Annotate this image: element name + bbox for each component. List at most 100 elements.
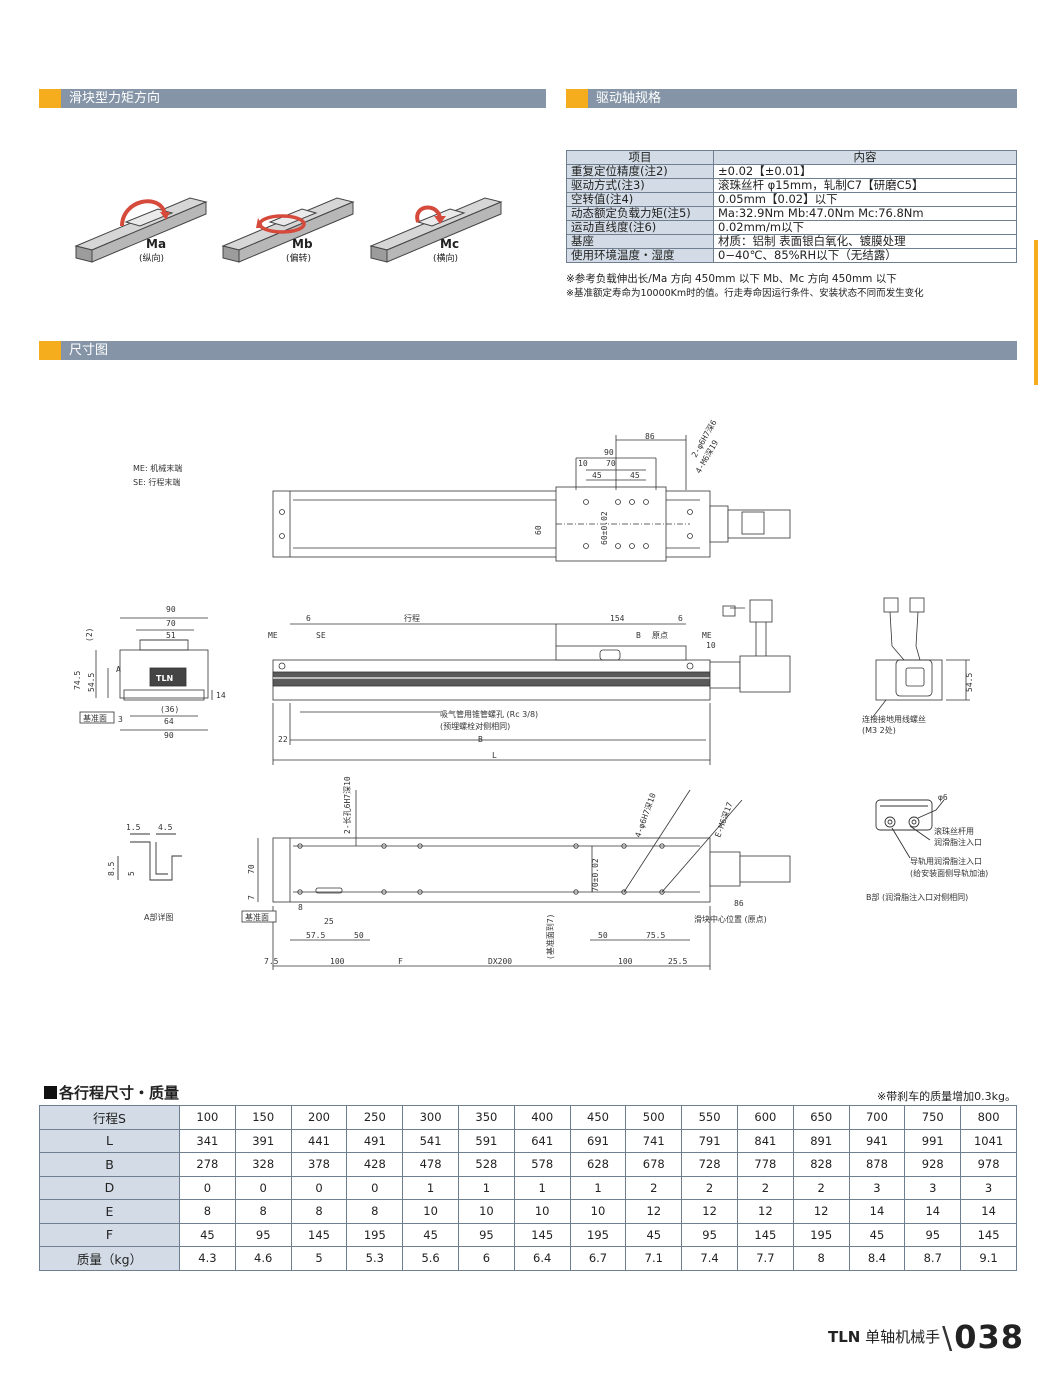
dim-2: (2) — [85, 628, 94, 642]
ref-face-box — [79, 711, 115, 724]
table-cell: 541 — [402, 1128, 459, 1153]
table-cell: 1 — [513, 1175, 571, 1200]
table-cell: 391 — [234, 1128, 292, 1153]
table-cell: 2 — [792, 1175, 850, 1200]
table-cell: 0 — [290, 1175, 348, 1200]
me-mark: ME — [702, 631, 712, 640]
spec-note-1: ※参考负载伸出长/Ma 方向 450mm 以下 Mb、Mc 方向 450mm 以… — [566, 273, 897, 285]
moment-ma-note: (纵向) — [139, 254, 165, 264]
dim-8: 8 — [298, 903, 303, 912]
table-cell: 341 — [179, 1128, 236, 1153]
ref-face-box — [241, 910, 277, 923]
row-value: Ma:32.9Nm Mb:47.0Nm Mc:76.8Nm — [713, 206, 1017, 221]
table-cell: 700 — [848, 1105, 906, 1130]
table-cell: 195 — [346, 1222, 404, 1247]
row-value: 滚珠丝杆 φ15mm，轧制C7【研磨C5】 — [713, 178, 1017, 193]
dim-8-5: 8.5 — [107, 861, 116, 876]
row-value: 0−40℃、85%RH以下（无结露） — [713, 248, 1017, 263]
row-value: 材质：铝制 表面银白氧化、镀膜处理 — [713, 234, 1017, 249]
table-cell: 1 — [402, 1175, 459, 1200]
table-cell: 3 — [960, 1175, 1017, 1200]
table-cell: 4.3 — [179, 1246, 236, 1271]
table-cell: 2 — [681, 1175, 738, 1200]
table-cell: 95 — [234, 1222, 292, 1247]
table-cell: 8 — [234, 1199, 292, 1224]
table-cell: 1 — [457, 1175, 515, 1200]
rail-grease-label-2: (给安装面侧导轨加油) — [910, 868, 988, 878]
table-cell: 991 — [904, 1128, 962, 1153]
section-accent — [39, 89, 61, 108]
row-key: 重复定位精度(注2) — [566, 164, 714, 179]
table-row: 驱动方式(注3)滚珠丝杆 φ15mm，轧制C7【研磨C5】 — [566, 178, 1017, 193]
table-cell: 8 — [792, 1246, 850, 1271]
table-cell: 45 — [402, 1222, 459, 1247]
dim-22: 22 — [278, 735, 288, 744]
moment-mc-note: (横向) — [433, 254, 459, 264]
row-value: 0.02mm/m以下 — [713, 220, 1017, 235]
table-cell: 5.6 — [402, 1246, 459, 1271]
dim-70: 70 — [247, 864, 256, 874]
dim-90: 90 — [604, 448, 614, 457]
side-view — [272, 599, 791, 765]
row-key: 基座 — [566, 234, 714, 249]
dim-5: 5 — [127, 871, 136, 876]
table-cell: 95 — [904, 1222, 962, 1247]
section-title-dimension: 尺寸图 — [69, 343, 109, 358]
moment-mb-name: Mb — [292, 237, 313, 251]
table-cell: 2 — [625, 1175, 683, 1200]
row-value: ±0.02【±0.01】 — [713, 164, 1017, 179]
spec-note-2: ※基准额定寿命为10000Km时的值。行走寿命因运行条件、安装状态不同而发生变化 — [566, 288, 924, 299]
table-row: 基座材质：铝制 表面银白氧化、镀膜处理 — [566, 234, 1017, 249]
table-cell: 591 — [457, 1128, 515, 1153]
end-view — [95, 617, 213, 731]
table-cell: 9.1 — [960, 1246, 1017, 1271]
table-cell: 528 — [457, 1152, 515, 1177]
dim-25-5: 25.5 — [668, 957, 687, 966]
table-cell: 941 — [848, 1128, 906, 1153]
table-cell: 791 — [681, 1128, 738, 1153]
top-view — [272, 435, 791, 562]
table-cell: 95 — [457, 1222, 515, 1247]
row-key: 质量（kg） — [39, 1246, 180, 1271]
ref-face-side: (基准面到7) — [545, 914, 555, 960]
moment-mc-illustration — [369, 197, 503, 263]
moment-mc-name: Mc — [440, 237, 460, 251]
se-label: SE: 行程末端 — [133, 477, 180, 487]
row-key: 驱动方式(注3) — [566, 178, 714, 193]
table-cell: 891 — [792, 1128, 850, 1153]
table-cell: 12 — [792, 1199, 850, 1224]
table-cell: 7.7 — [736, 1246, 794, 1271]
table-cell: 628 — [569, 1152, 627, 1177]
side-tab-marker — [1034, 240, 1038, 385]
row-value: 0.05mm【0.02】以下 — [713, 192, 1017, 207]
table-cell: 10 — [402, 1199, 459, 1224]
section-bar-dimension: 尺寸图 — [39, 341, 1017, 360]
dim-l: L — [492, 751, 497, 760]
me-label: ME: 机械末端 — [133, 463, 182, 473]
table-cell: 100 — [179, 1105, 236, 1130]
ref-face-label: 基准面 — [245, 912, 269, 922]
footer-sub: 单轴机械手 — [860, 1328, 941, 1346]
table-row: 空转值(注4)0.05mm【0.02】以下 — [566, 192, 1017, 207]
table-cell: 145 — [736, 1222, 794, 1247]
table-cell: 10 — [513, 1199, 571, 1224]
a-mark: A — [116, 665, 121, 674]
table-cell: 428 — [346, 1152, 404, 1177]
stroke-table-note: ※带刹车的质量增加0.3kg。 — [876, 1090, 1016, 1103]
table-cell: 7.4 — [681, 1246, 738, 1271]
dim-64: 64 — [164, 717, 174, 726]
slider-center-label: 滑块中心位置 (原点) — [694, 914, 767, 924]
table-cell: 250 — [346, 1105, 404, 1130]
row-key: E — [39, 1199, 180, 1224]
section-bar-drive: 驱动轴规格 — [566, 89, 1017, 108]
table-cell: 650 — [792, 1105, 850, 1130]
table-cell: 0 — [346, 1175, 404, 1200]
table-cell: 6.7 — [569, 1246, 627, 1271]
hole-label: 4-φ6H7深10 — [633, 792, 657, 839]
table-cell: 145 — [960, 1222, 1017, 1247]
table-cell: 195 — [569, 1222, 627, 1247]
table-cell: 145 — [513, 1222, 571, 1247]
dim-74-5: 74.5 — [73, 671, 82, 690]
